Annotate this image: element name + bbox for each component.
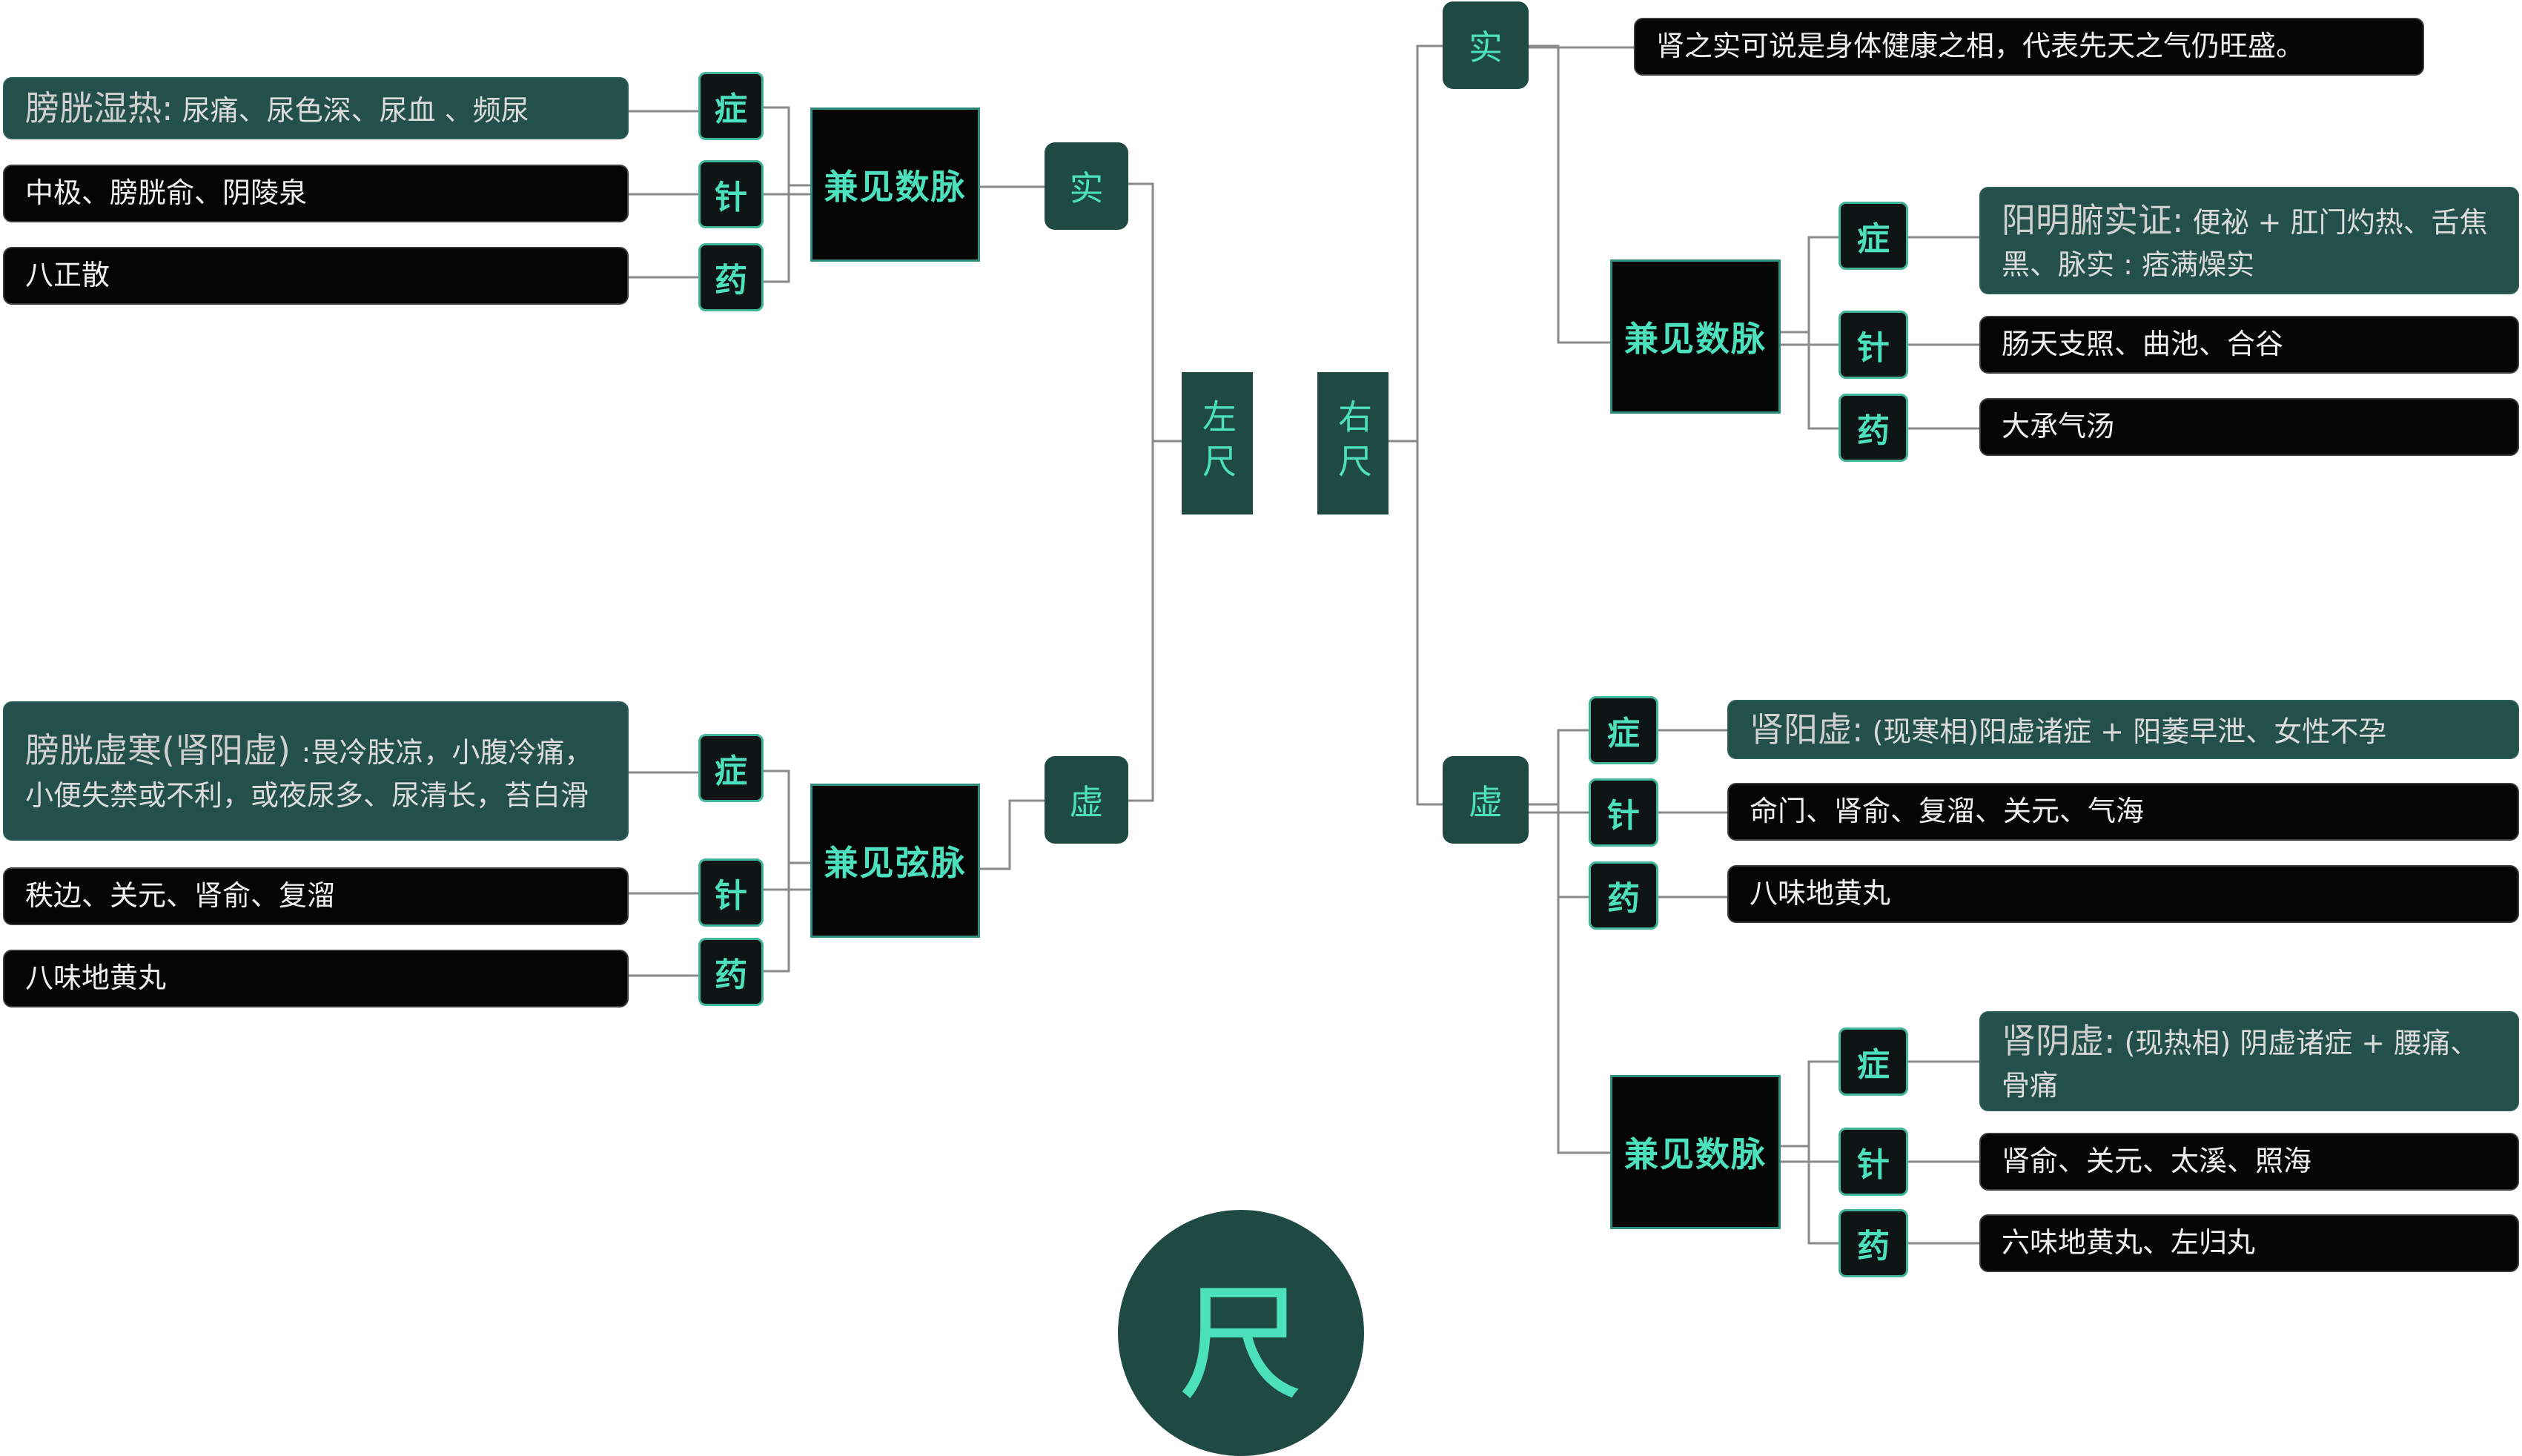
left-shi-yao-tag[interactable]: 药	[698, 243, 764, 311]
right-xu-pulse-node[interactable]: 兼见数脉	[1610, 1075, 1781, 1229]
left-xu-yao-leaf[interactable]: 八味地黄丸	[3, 950, 629, 1007]
left-shi-zheng-tag[interactable]: 症	[698, 72, 764, 140]
right-xu-sub-zheng-tag[interactable]: 症	[1838, 1028, 1908, 1096]
right-xu-sub-yao-leaf[interactable]: 六味地黄丸、左归丸	[1979, 1214, 2519, 1272]
right-chi-node[interactable]: 右尺	[1317, 372, 1389, 514]
right-xu-sub-yao-tag[interactable]: 药	[1838, 1209, 1908, 1277]
right-xu-sub-zhen-tag[interactable]: 针	[1838, 1128, 1908, 1196]
right-shi-node[interactable]: 实	[1443, 1, 1529, 89]
right-xu-zheng-text: (现寒相)阳虚诸症 + 阳萎早泄、女性不孕	[1863, 715, 2387, 748]
left-xu-node[interactable]: 虚	[1045, 756, 1128, 844]
left-shi-zheng-leaf[interactable]: 膀胱湿热: 尿痛、尿色深、尿血 、频尿	[3, 77, 629, 139]
left-shi-zheng-text: 尿痛、尿色深、尿血 、频尿	[173, 93, 529, 127]
left-shi-zhen-tag[interactable]: 针	[698, 160, 764, 228]
right-xu-node[interactable]: 虚	[1443, 756, 1529, 844]
left-xu-zheng-tag[interactable]: 症	[698, 734, 764, 802]
right-shi-zheng-tag[interactable]: 症	[1838, 202, 1908, 270]
root-chi-node[interactable]: 尺	[1118, 1210, 1364, 1456]
left-shi-yao-leaf[interactable]: 八正散	[3, 247, 629, 305]
right-shi-yao-leaf[interactable]: 大承气汤	[1979, 398, 2519, 456]
left-shi-pulse-node[interactable]: 兼见数脉	[810, 107, 980, 262]
right-shi-zheng-text: 便祕 + 肛门灼热、舌焦黑、脉实 : 痞满燥实	[2002, 205, 2488, 282]
right-xu-zhen-tag[interactable]: 针	[1589, 778, 1658, 847]
left-xu-zheng-leaf[interactable]: 膀胱虚寒(肾阳虚) :畏冷肢凉，小腹冷痛，小便失禁或不利，或夜尿多、尿清长，苔白…	[3, 701, 629, 841]
right-xu-zheng-title: 肾阳虚:	[1750, 709, 1864, 749]
right-shi-zheng-leaf[interactable]: 阳明腑实证: 便祕 + 肛门灼热、舌焦黑、脉实 : 痞满燥实	[1979, 187, 2519, 294]
right-xu-zheng-leaf[interactable]: 肾阳虚: (现寒相)阳虚诸症 + 阳萎早泄、女性不孕	[1727, 700, 2519, 759]
right-xu-sub-zheng-leaf[interactable]: 肾阴虚: (现热相) 阴虚诸症 + 腰痛、骨痛	[1979, 1011, 2519, 1111]
left-xu-zheng-text: :畏冷肢凉，小腹冷痛，小便失禁或不利，或夜尿多、尿清长，苔白滑	[25, 736, 593, 812]
right-xu-yao-tag[interactable]: 药	[1589, 861, 1658, 930]
right-shi-note-leaf[interactable]: 肾之实可说是身体健康之相，代表先天之气仍旺盛。	[1634, 18, 2424, 76]
right-shi-zhen-leaf[interactable]: 肠天支照、曲池、合谷	[1979, 316, 2519, 374]
right-xu-yao-leaf[interactable]: 八味地黄丸	[1727, 865, 2519, 923]
left-xu-zhen-leaf[interactable]: 秩边、关元、肾俞、复溜	[3, 867, 629, 925]
right-shi-zhen-tag[interactable]: 针	[1838, 311, 1908, 379]
left-xu-zhen-tag[interactable]: 针	[698, 858, 764, 927]
left-xu-pulse-node[interactable]: 兼见弦脉	[810, 784, 980, 938]
right-xu-sub-zheng-text: (现热相) 阴虚诸症 + 腰痛、骨痛	[2002, 1026, 2479, 1102]
right-shi-zheng-title: 阳明腑实证:	[2002, 199, 2184, 240]
left-shi-node[interactable]: 实	[1045, 142, 1128, 230]
left-xu-zheng-title: 膀胱虚寒(肾阳虚)	[25, 730, 302, 771]
left-chi-node[interactable]: 左尺	[1182, 372, 1253, 514]
left-shi-zhen-leaf[interactable]: 中极、膀胱俞、阴陵泉	[3, 165, 629, 222]
right-xu-zhen-leaf[interactable]: 命门、肾俞、复溜、关元、气海	[1727, 783, 2519, 841]
left-shi-zheng-title: 膀胱湿热:	[25, 87, 173, 128]
right-xu-zheng-tag[interactable]: 症	[1589, 696, 1658, 764]
right-shi-pulse-node[interactable]: 兼见数脉	[1610, 259, 1781, 414]
right-xu-sub-zheng-title: 肾阴虚:	[2002, 1020, 2116, 1061]
left-xu-yao-tag[interactable]: 药	[698, 938, 764, 1006]
right-xu-sub-zhen-leaf[interactable]: 肾俞、关元、太溪、照海	[1979, 1133, 2519, 1191]
right-shi-yao-tag[interactable]: 药	[1838, 394, 1908, 462]
